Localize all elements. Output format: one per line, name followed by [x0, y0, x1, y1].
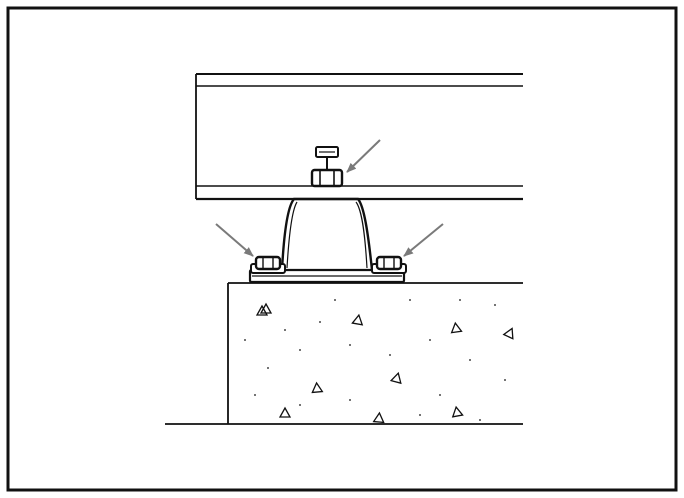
concrete-aggregate — [244, 299, 514, 424]
aggregate-dot — [284, 329, 286, 331]
pedestal-inner-right — [355, 201, 368, 269]
aggregate-dot — [494, 304, 496, 306]
aggregate-dot — [349, 399, 351, 401]
aggregate-dot — [439, 394, 441, 396]
aggregate-triangle — [311, 381, 324, 394]
arrow-to-right-anchor — [403, 223, 444, 257]
aggregate-dot — [459, 299, 461, 301]
aggregate-dot — [479, 419, 481, 421]
aggregate-dot — [389, 354, 391, 356]
aggregate-triangle — [255, 304, 269, 316]
concrete-foundation — [165, 282, 523, 425]
aggregate-dot — [254, 394, 256, 396]
pointer-arrows — [215, 139, 444, 257]
aggregate-triangle — [389, 371, 402, 385]
aggregate-dot — [267, 367, 269, 369]
aggregate-dot — [334, 299, 336, 301]
aggregate-triangle — [372, 411, 385, 424]
aggregate-dot — [469, 359, 471, 361]
left-anchor-bolt — [250, 255, 286, 274]
aggregate-triangle — [259, 302, 273, 314]
aggregate-triangle — [351, 313, 364, 326]
top-bolt-nut — [310, 168, 344, 188]
aggregate-dot — [349, 344, 351, 346]
bearing-pedestal — [248, 197, 406, 284]
aggregate-triangle — [502, 327, 514, 340]
aggregate-dot — [299, 404, 301, 406]
left-anchor-nut — [254, 255, 282, 271]
steel-beam — [195, 73, 523, 201]
arrow-to-top-bolt — [346, 139, 381, 173]
pedestal-outline — [280, 197, 374, 271]
pedestal-inner-left — [286, 201, 298, 269]
aggregate-triangle — [278, 406, 292, 418]
aggregate-dot — [504, 379, 506, 381]
right-anchor-bolt — [371, 255, 407, 274]
aggregate-dot — [429, 339, 431, 341]
aggregate-dot — [419, 414, 421, 416]
right-anchor-nut — [375, 255, 403, 271]
aggregate-dot — [409, 299, 411, 301]
aggregate-dot — [244, 339, 246, 341]
aggregate-dot — [299, 349, 301, 351]
drawing-frame — [6, 6, 678, 492]
aggregate-dot — [319, 321, 321, 323]
aggregate-triangle — [451, 405, 464, 418]
aggregate-triangle — [450, 321, 463, 334]
top-bolt — [310, 146, 344, 188]
arrow-to-left-anchor — [215, 223, 254, 257]
